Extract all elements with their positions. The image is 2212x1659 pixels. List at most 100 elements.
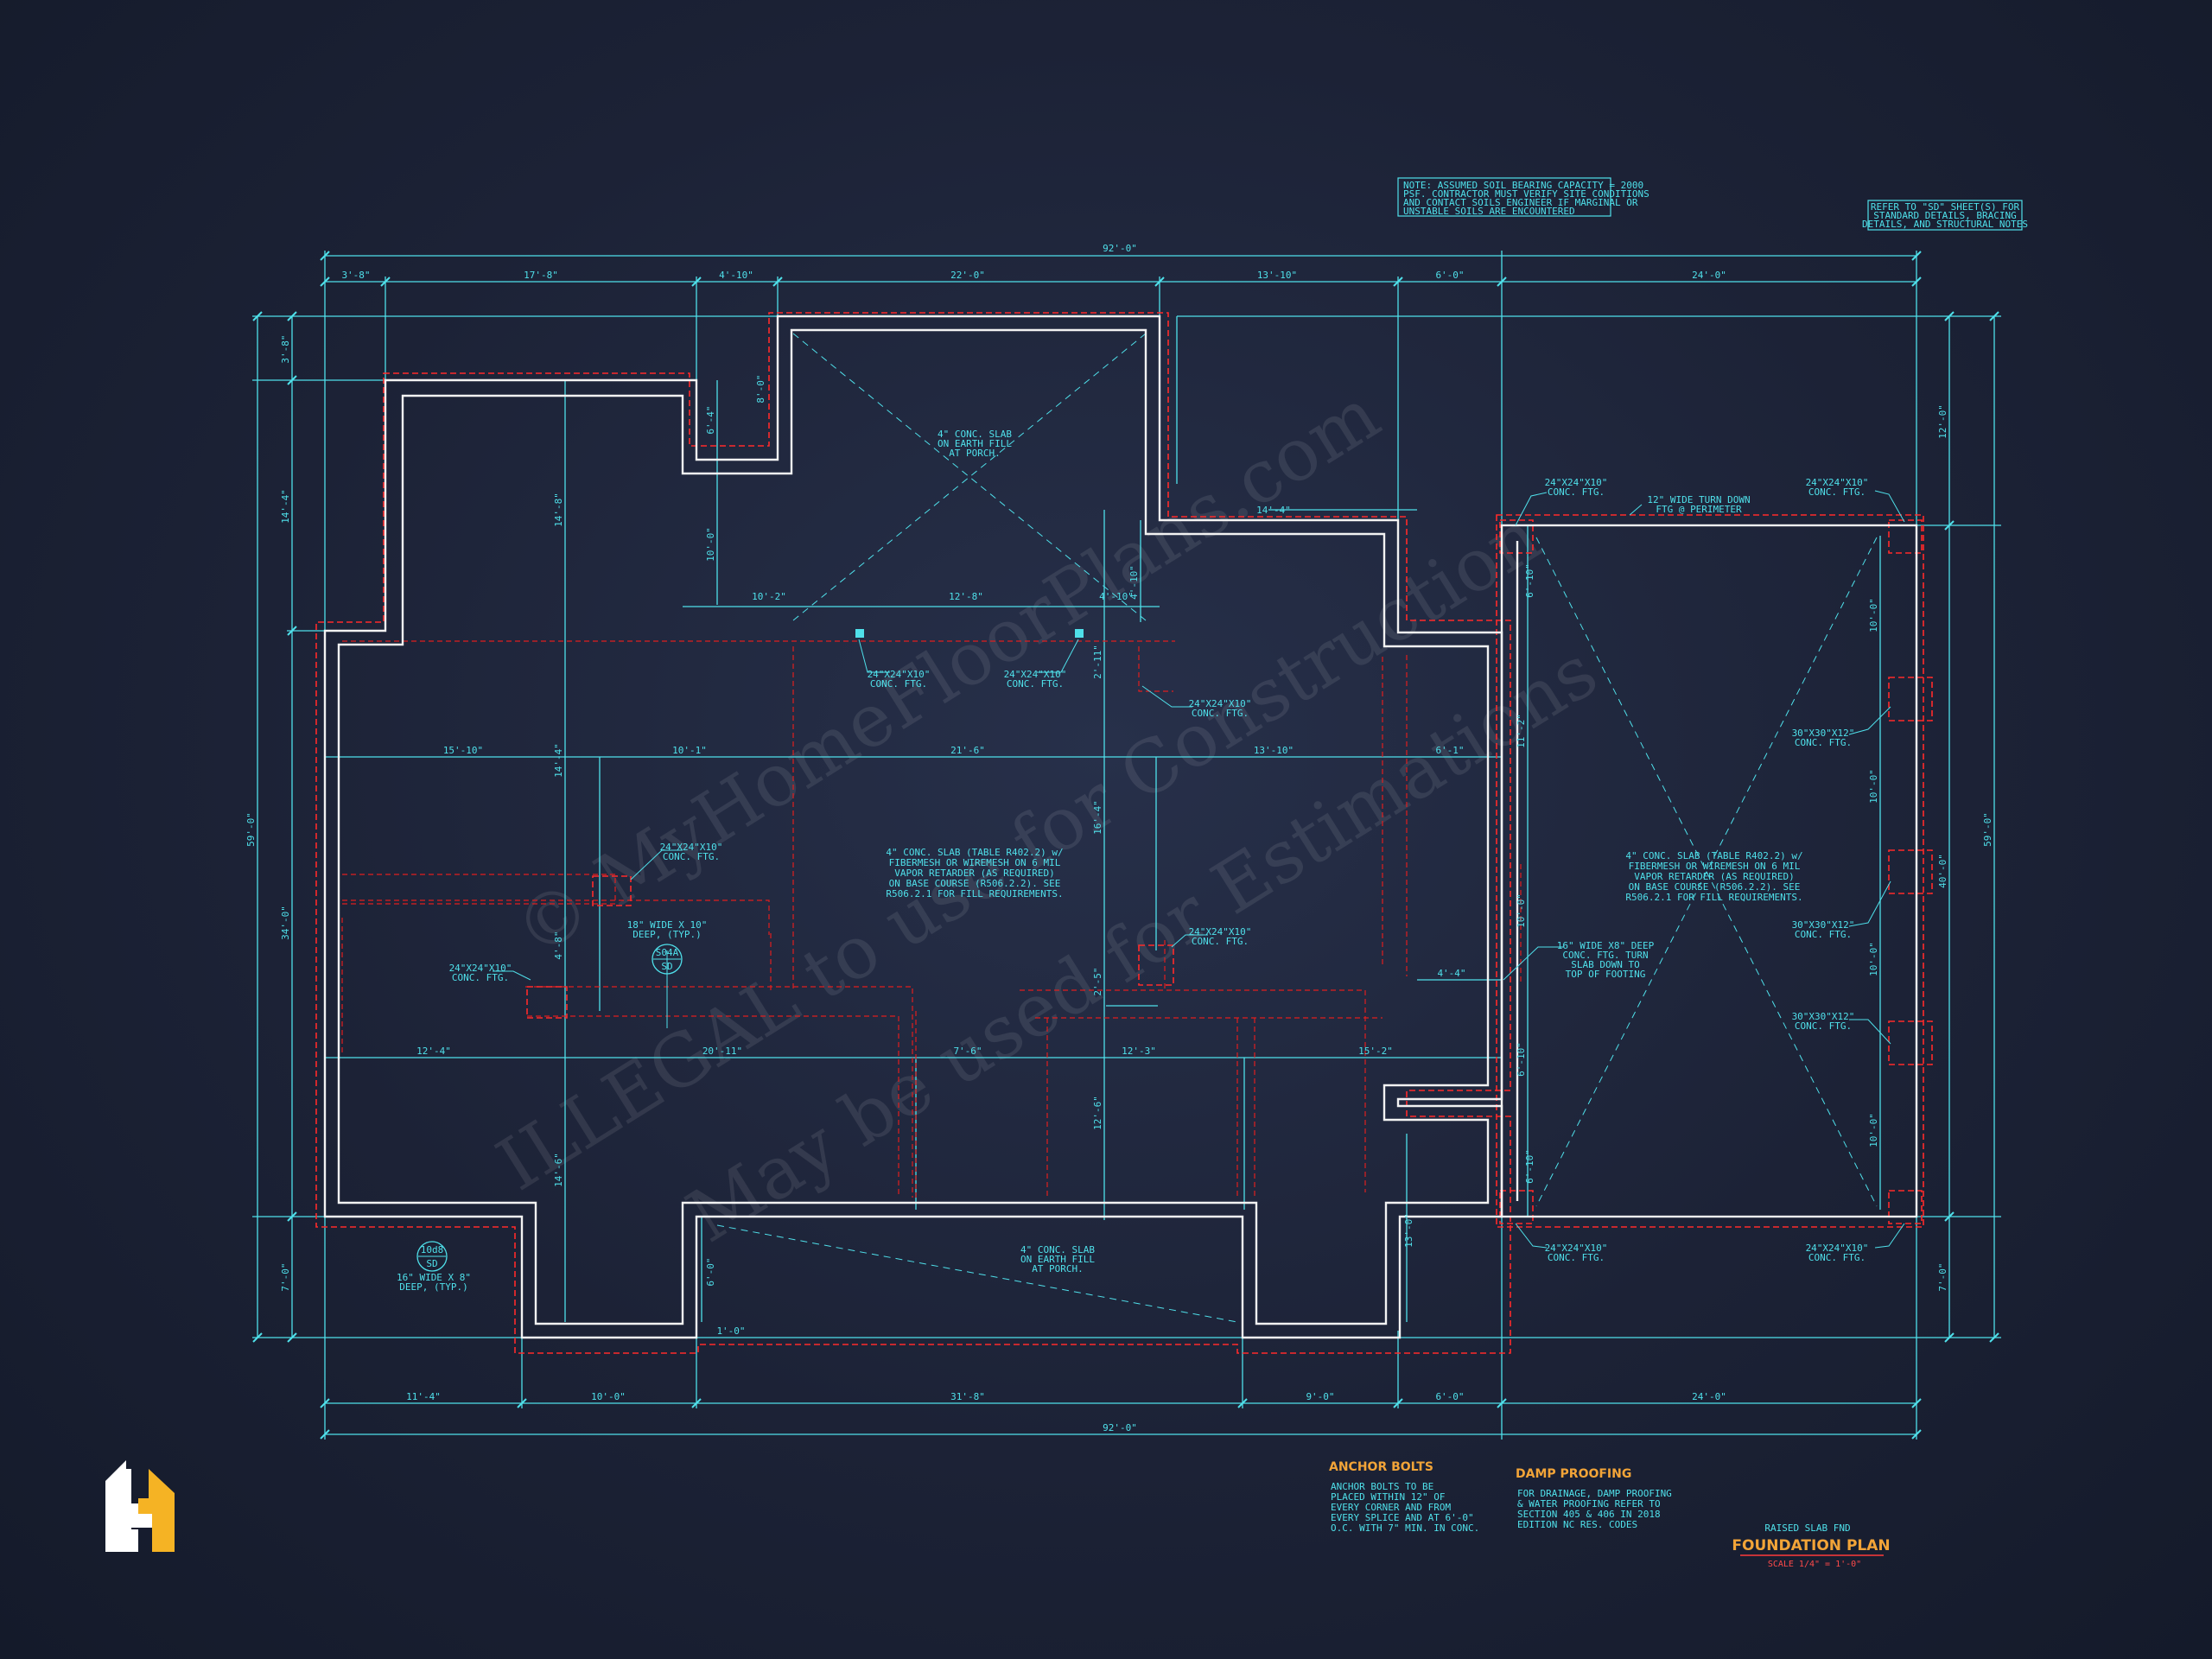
svg-text:VAPOR RETARDER (AS REQUIRED): VAPOR RETARDER (AS REQUIRED) — [894, 868, 1054, 879]
svg-text:ANCHOR BOLTS TO BE: ANCHOR BOLTS TO BE — [1331, 1481, 1433, 1492]
svg-text:CONC. FTG.: CONC. FTG. — [1795, 737, 1852, 748]
dimension-lines — [252, 251, 2001, 1440]
svg-text:STANDARD DETAILS, BRACING: STANDARD DETAILS, BRACING — [1873, 210, 2017, 221]
dimension-labels: 92'-0" 3'-8" 17'-8" 4'-10" 22'-0" 13'-10… — [245, 243, 1993, 1433]
dim-10-2: 10'-2" — [752, 591, 786, 602]
dim-bottom-overall: 92'-0" — [1103, 1422, 1137, 1433]
dim-left-2: 14'-4" — [280, 489, 291, 524]
dim-garage-3: 10'-0" — [1868, 769, 1879, 804]
dim-top-2: 17'-8" — [524, 270, 558, 281]
dim-12-6: 12'-6" — [1092, 1096, 1103, 1130]
porch-slab-note-bottom: 4" CONC. SLAB ON EARTH FILL AT PORCH. — [1020, 1244, 1095, 1274]
svg-text:SD: SD — [661, 961, 672, 972]
svg-text:SECTION 405 & 406 IN 2018: SECTION 405 & 406 IN 2018 — [1517, 1509, 1661, 1520]
dim-6-1: 6'-1" — [1435, 745, 1464, 756]
dim-2-5: 2'-5" — [1092, 967, 1103, 995]
svg-text:24"X24"X10": 24"X24"X10" — [1189, 698, 1252, 709]
porch-slab-note-top: 4" CONC. SLAB ON EARTH FILL AT PORCH. — [938, 429, 1012, 459]
svg-text:16" WIDE X8" DEEP: 16" WIDE X8" DEEP — [1557, 940, 1655, 951]
svg-text:CONC. FTG.: CONC. FTG. — [1808, 1252, 1866, 1263]
svg-text:R506.2.1 FOR FILL REQUIREMENTS: R506.2.1 FOR FILL REQUIREMENTS. — [1625, 892, 1802, 903]
svg-text:SLAB DOWN TO: SLAB DOWN TO — [1571, 959, 1639, 970]
detail-tag-2: 10d8 SD — [416, 1241, 448, 1272]
svg-text:FIBERMESH OR WIREMESH ON 6 MIL: FIBERMESH OR WIREMESH ON 6 MIL — [889, 857, 1061, 868]
dim-7-6: 7'-6" — [953, 1046, 982, 1057]
dim-left-overall: 59'-0" — [245, 812, 257, 847]
svg-text:UNSTABLE SOILS ARE ENCOUNTERED: UNSTABLE SOILS ARE ENCOUNTERED — [1403, 206, 1575, 217]
dim-6-4: 6'-4" — [705, 405, 716, 434]
dim-4-4: 4'-4" — [1437, 968, 1465, 979]
svg-text:DETAILS, AND STRUCTURAL NOTES: DETAILS, AND STRUCTURAL NOTES — [1862, 219, 2028, 230]
column-marks — [855, 629, 1084, 638]
dim-right-3: 7'-0" — [1937, 1262, 1948, 1291]
dim-2-11: 2'-11" — [1092, 645, 1103, 679]
svg-text:24"X24"X10": 24"X24"X10" — [449, 963, 512, 974]
svg-text:24"X24"X10": 24"X24"X10" — [660, 842, 723, 853]
svg-text:FIBERMESH OR WIREMESH ON 6 MIL: FIBERMESH OR WIREMESH ON 6 MIL — [1629, 861, 1801, 872]
svg-text:CONC. FTG.: CONC. FTG. — [452, 972, 509, 983]
svg-text:ON EARTH FILL: ON EARTH FILL — [938, 438, 1012, 449]
svg-text:24"X24"X10": 24"X24"X10" — [1806, 477, 1869, 488]
soil-note: NOTE: ASSUMED SOIL BEARING CAPACITY = 20… — [1397, 177, 1649, 217]
dim-14-4-v: 14'-4" — [553, 743, 564, 778]
svg-text:DEEP, (TYP.): DEEP, (TYP.) — [399, 1281, 467, 1293]
svg-text:18" WIDE X 10": 18" WIDE X 10" — [627, 919, 708, 931]
svg-text:ON BASE COURSE (R506.2.2). SEE: ON BASE COURSE (R506.2.2). SEE — [889, 878, 1061, 889]
svg-text:FOR DRAINAGE, DAMP PROOFING: FOR DRAINAGE, DAMP PROOFING — [1517, 1488, 1672, 1499]
dim-14-4: 14'-4" — [1256, 505, 1291, 516]
title-block: RAISED SLAB FND FOUNDATION PLAN SCALE 1/… — [1732, 1522, 1890, 1569]
dim-8-0: 8'-0" — [755, 374, 766, 403]
dim-right-overall: 59'-0" — [1982, 812, 1993, 847]
svg-text:S04A: S04A — [656, 947, 679, 958]
anchor-bolts-note: ANCHOR BOLTS ANCHOR BOLTS TO BE PLACED W… — [1329, 1460, 1479, 1534]
svg-text:AND CONTACT SOILS ENGINEER IF: AND CONTACT SOILS ENGINEER IF MARGINAL O… — [1403, 197, 1638, 208]
svg-text:EVERY SPLICE AND AT 6'-0": EVERY SPLICE AND AT 6'-0" — [1331, 1512, 1474, 1523]
svg-text:4" CONC. SLAB (TABLE R402.2) w: 4" CONC. SLAB (TABLE R402.2) w/ — [886, 847, 1063, 858]
dim-20-11: 20'-11" — [702, 1046, 742, 1057]
svg-text:NOTE: ASSUMED SOIL BEARING CAP: NOTE: ASSUMED SOIL BEARING CAPACITY = 20… — [1403, 180, 1643, 191]
svg-text:24"X24"X10": 24"X24"X10" — [1545, 1243, 1608, 1254]
svg-text:EDITION NC RES. CODES: EDITION NC RES. CODES — [1517, 1519, 1637, 1530]
dim-4-10: 4'-10" — [1099, 591, 1134, 602]
dim-13-0: 13'-0" — [1403, 1213, 1414, 1248]
svg-text:CONC. FTG.: CONC. FTG. — [1548, 486, 1605, 498]
plan-title: FOUNDATION PLAN — [1732, 1537, 1890, 1554]
plan-subtitle: RAISED SLAB FND — [1764, 1522, 1850, 1534]
dim-10-0-a: 10'-0" — [705, 527, 716, 562]
svg-text:CONC. FTG.: CONC. FTG. — [1808, 486, 1866, 498]
dim-6-10: 6'-10" — [1516, 1042, 1527, 1077]
svg-text:PLACED WITHIN 12" OF: PLACED WITHIN 12" OF — [1331, 1491, 1445, 1503]
dim-15-10: 15'-10" — [443, 745, 483, 756]
svg-text:TOP OF FOOTING: TOP OF FOOTING — [1566, 969, 1646, 980]
dim-4-8: 4'-8" — [553, 931, 564, 959]
dim-bottom-2: 10'-0" — [591, 1391, 626, 1402]
dim-12-4: 12'-4" — [416, 1046, 451, 1057]
damp-proofing-title: DAMP PROOFING — [1516, 1467, 1631, 1481]
svg-text:CONC. FTG.: CONC. FTG. — [1192, 936, 1249, 947]
dim-top-6: 6'-0" — [1435, 270, 1464, 281]
footing-outlines — [315, 312, 1933, 1354]
svg-text:AT PORCH.: AT PORCH. — [949, 448, 1001, 459]
dim-bottom-5: 6'-0" — [1435, 1391, 1464, 1402]
svg-text:CONC. FTG.: CONC. FTG. — [870, 678, 927, 690]
dim-21-6: 21'-6" — [950, 745, 985, 756]
dim-15-2: 15'-2" — [1358, 1046, 1393, 1057]
dim-12-8: 12'-8" — [949, 591, 983, 602]
dim-left-3: 34'-0" — [280, 906, 291, 940]
anchor-bolts-title: ANCHOR BOLTS — [1329, 1460, 1433, 1474]
dim-14-6: 14'-6" — [553, 1153, 564, 1187]
svg-text:10d8: 10d8 — [421, 1244, 444, 1255]
svg-text:EVERY CORNER AND FROM: EVERY CORNER AND FROM — [1331, 1502, 1451, 1513]
svg-text:CONC. FTG.: CONC. FTG. — [1007, 678, 1064, 690]
svg-text:DEEP, (TYP.): DEEP, (TYP.) — [632, 929, 701, 940]
dim-bottom-6: 24'-0" — [1692, 1391, 1726, 1402]
garage-slab-note: 4" CONC. SLAB (TABLE R402.2) w/ FIBERMES… — [1625, 850, 1802, 903]
dim-right-2: 40'-0" — [1937, 854, 1948, 888]
dim-garage-1: 6'-10" — [1524, 563, 1535, 598]
svg-text:AT PORCH.: AT PORCH. — [1032, 1263, 1084, 1274]
dim-top-1: 3'-8" — [341, 270, 370, 281]
dim-garage-4: 10'-0" — [1868, 942, 1879, 976]
svg-text:24"X24"X10": 24"X24"X10" — [1545, 477, 1608, 488]
dim-11-2: 11'-2" — [1516, 714, 1527, 748]
